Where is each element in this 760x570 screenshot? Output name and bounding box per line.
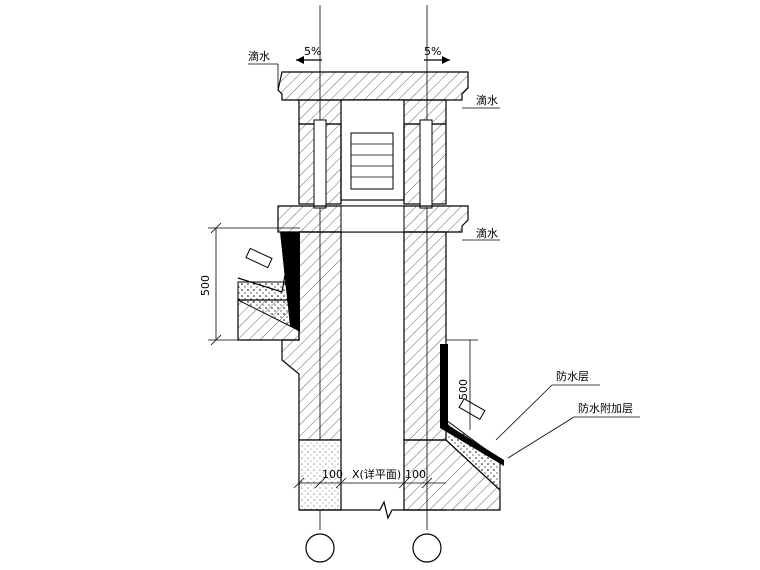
dim-bottom-tick-4 (398, 477, 410, 489)
axis-bubble-left (305, 533, 335, 563)
slope-label-left: 5% (304, 45, 321, 58)
dim-bottom-tick-1 (293, 477, 305, 489)
waterproof-additional-layer-label: 防水附加层 (578, 401, 633, 415)
drip-label-right-top: 滴水 (476, 93, 498, 107)
dim-500-left-tick-bottom (210, 334, 222, 346)
louver-vent (350, 132, 394, 190)
left-roof-buildup (237, 232, 300, 341)
shaft-inner-mid (340, 205, 405, 233)
dim-500-left-tick-top (210, 222, 222, 234)
right-roof-buildup (440, 344, 504, 492)
base-fill-left (299, 440, 341, 510)
slope-label-right: 5% (424, 45, 441, 58)
break-line (299, 500, 446, 520)
base-wall-right (403, 439, 501, 511)
dim-bottom-tick-2 (314, 477, 326, 489)
shaft-wall-right (403, 231, 447, 441)
dim-bottom-tick-5 (421, 477, 433, 489)
waterproof-layer-leader (495, 384, 553, 441)
drip-label-left: 滴水 (248, 49, 270, 63)
dim-100-left-label: 100 (322, 468, 343, 481)
slope-arrowhead-right (442, 56, 450, 64)
waterproof-layer-label: 防水层 (556, 369, 589, 383)
post-left (313, 119, 327, 209)
post-right (419, 119, 433, 209)
top-cap-slab (277, 71, 469, 101)
dim-500-right-label: 500 (457, 379, 470, 400)
waterproof-additional-leader (507, 416, 575, 459)
slope-arrowhead-left (296, 56, 304, 64)
dim-x-label: X(详平面) (352, 467, 401, 481)
drip-label-right-mid: 滴水 (476, 226, 498, 240)
dim-100-right-label: 100 (405, 468, 426, 481)
dim-500-left-label: 500 (199, 275, 212, 296)
dim-bottom-tick-3 (335, 477, 347, 489)
axis-bubble-right (412, 533, 442, 563)
